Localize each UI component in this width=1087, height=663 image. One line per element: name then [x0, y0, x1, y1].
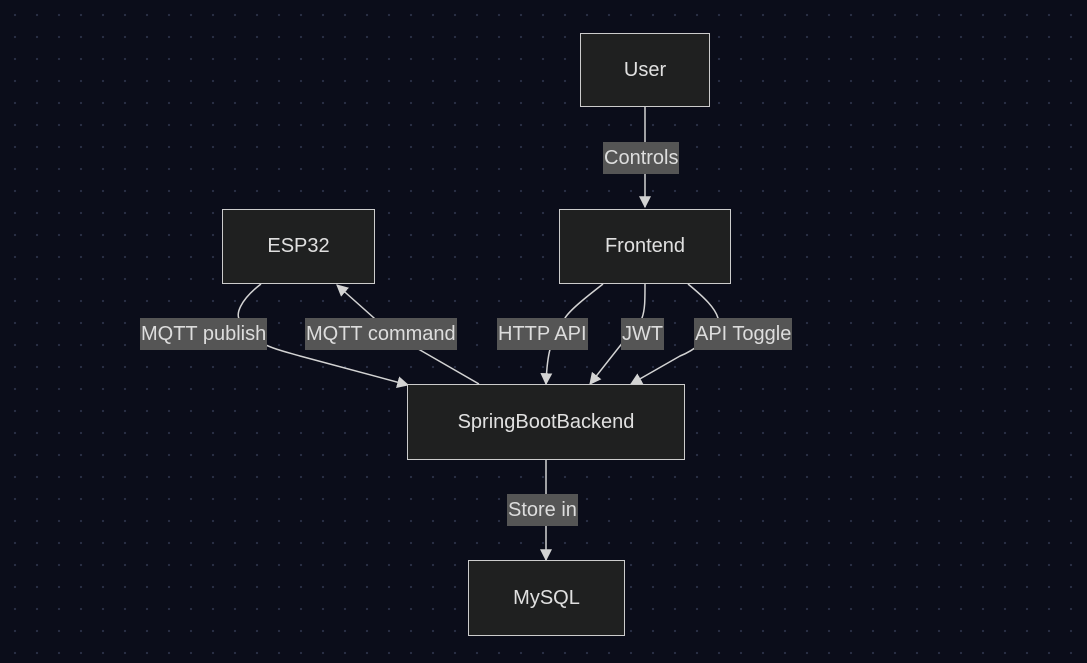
- node-backend[interactable]: SpringBootBackend: [407, 384, 685, 460]
- edge-label-http-api: HTTP API: [497, 318, 588, 350]
- node-esp32[interactable]: ESP32: [222, 209, 375, 284]
- node-frontend-label: Frontend: [604, 235, 686, 257]
- node-mysql-label: MySQL: [513, 586, 580, 609]
- node-mysql[interactable]: MySQL: [468, 560, 625, 636]
- edge-label-controls: Controls: [603, 142, 680, 174]
- node-user[interactable]: User: [580, 33, 710, 107]
- edge-label-jwt: JWT: [621, 318, 665, 350]
- edge-label-mqtt-publish: MQTT publish: [140, 318, 268, 350]
- node-esp32-label: ESP32: [267, 235, 330, 257]
- node-user-label: User: [623, 58, 667, 81]
- node-frontend[interactable]: Frontend: [559, 209, 731, 284]
- edge-frontend-backend-jwt: [589, 283, 646, 385]
- edge-label-mqtt-command: MQTT command: [305, 318, 457, 350]
- node-backend-label: SpringBootBackend: [457, 410, 635, 433]
- edge-label-api-toggle: API Toggle: [694, 318, 793, 350]
- edge-label-store-in: Store in: [507, 494, 578, 526]
